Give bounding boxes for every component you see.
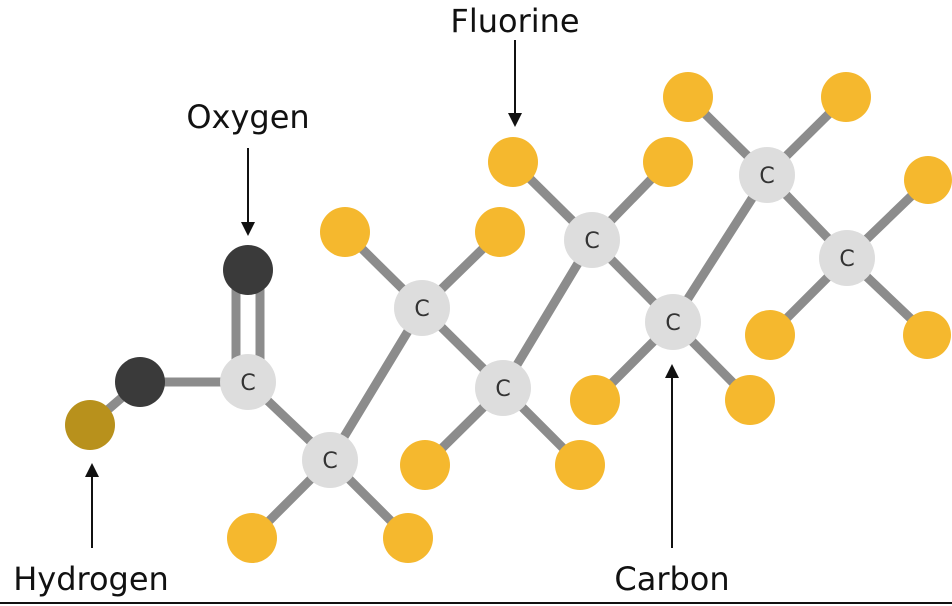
carbon-symbol: C <box>414 297 429 322</box>
carbon-symbol: C <box>322 449 337 474</box>
carbon-atom: C <box>819 230 875 286</box>
carbon-atom: C <box>739 147 795 203</box>
atoms-layer: C C C C C C C C <box>65 72 952 563</box>
carbon-symbol: C <box>759 164 774 189</box>
carbon-atom: C <box>564 212 620 268</box>
fluorine-atom <box>555 440 605 490</box>
oxygen-atom-carbonyl <box>223 245 273 295</box>
oxygen-atom-hydroxyl <box>115 357 165 407</box>
carbon-atom: C <box>220 354 276 410</box>
bond-c4-c5 <box>499 237 596 391</box>
fluorine-atom <box>488 137 538 187</box>
oxygen-label: Oxygen <box>186 98 309 136</box>
fluorine-atom <box>725 375 775 425</box>
bond-c6-c7 <box>669 172 771 325</box>
carbon-atom: C <box>475 360 531 416</box>
labels-layer: Fluorine Oxygen Hydrogen Carbon <box>13 2 729 598</box>
carbon-symbol: C <box>839 247 854 272</box>
carbon-symbol: C <box>240 371 255 396</box>
fluorine-atom <box>903 311 951 359</box>
fluorine-atom <box>745 310 795 360</box>
fluorine-atom <box>821 72 871 122</box>
fluorine-atom <box>904 156 952 204</box>
fluorine-atom <box>227 513 277 563</box>
fluorine-atom <box>643 137 693 187</box>
fluorine-atom <box>475 207 525 257</box>
carbon-atom: C <box>302 432 358 488</box>
fluorine-atom <box>663 72 713 122</box>
oxygen-arrowhead <box>241 222 255 236</box>
fluorine-label: Fluorine <box>450 2 579 40</box>
carbon-atom: C <box>645 294 701 350</box>
fluorine-atom <box>400 440 450 490</box>
fluorine-atom <box>570 375 620 425</box>
carbon-label: Carbon <box>614 560 729 598</box>
carbon-symbol: C <box>495 377 510 402</box>
carbon-arrowhead <box>665 364 679 378</box>
fluorine-atom <box>320 207 370 257</box>
carbon-symbol: C <box>665 311 680 336</box>
fluorine-arrowhead <box>508 113 522 127</box>
hydrogen-arrowhead <box>85 463 99 477</box>
fluorine-atom <box>383 513 433 563</box>
carbon-symbol: C <box>584 229 599 254</box>
bond-c2-c3 <box>326 305 426 463</box>
annotation-arrows <box>85 40 679 548</box>
hydrogen-atom <box>65 400 115 450</box>
hydrogen-label: Hydrogen <box>13 560 169 598</box>
carbon-atom: C <box>394 280 450 336</box>
